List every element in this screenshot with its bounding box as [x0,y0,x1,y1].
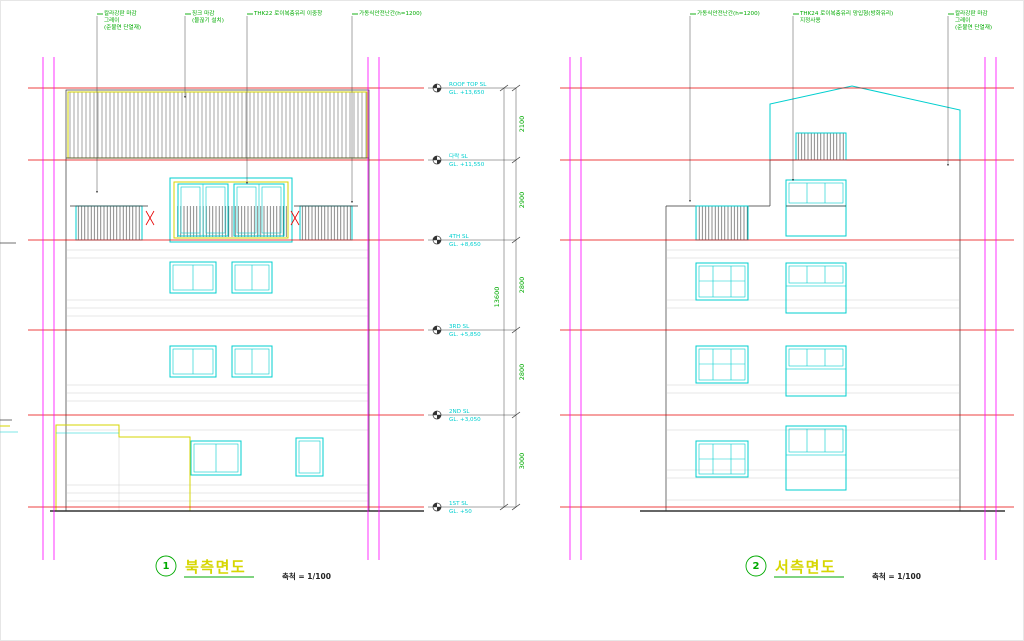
level-marker-3rd: 3RD SL GL. +5,850 [428,324,516,338]
level-gl: GL. +50 [449,509,472,515]
wall-mark-left [145,210,155,226]
level-label: 3RD SL [449,324,470,330]
annotation-text: 칼라강판 마감 [955,9,988,17]
title-number: 2 [753,561,760,572]
right-colA-windows [695,262,749,478]
annotation-text: (준불연 단열재) [955,23,992,31]
drawing-title: 서측면도 [775,558,836,576]
level-label: 1ST SL [449,501,469,507]
annotation-text: (물끊기 설치) [192,16,224,24]
level-gl: GL. +3,050 [449,417,481,423]
level-label: ROOF TOP SL [449,82,487,88]
right-wall-coursing-lines [667,249,959,501]
dimension-chain: 2100 2900 2800 2800 3000 13600 [493,84,526,511]
annotation-cladding-left: 칼라강판 마감 그레이 (준불연 단열재) [95,9,141,193]
annotation-text: THK24 로이복층유리 망입형(방화유리) [799,9,893,17]
annotation-text: 가동식안전난간(h=1200) [697,9,760,17]
left-annex-outline [55,424,191,511]
left-4f-windows [169,261,273,294]
left-balcony-doors [145,177,300,243]
dim-segment: 2800 [518,364,526,381]
left-balcony-railing-left [70,205,148,241]
title-number: 1 [163,561,170,572]
drawing-title: 북측면도 [185,558,246,576]
right-colB-windows [785,179,847,491]
title-number-circle [745,555,767,577]
left-title-block: 1 북측면도 축척 = 1/100 [155,555,331,581]
annotation-text: 징크 마감 [192,9,214,17]
attic-vent [795,132,847,161]
right-elevation-drawing [640,85,1005,512]
right-annotations: 가동식안전난간(h=1200) THK24 로이복층유리 망입형(방화유리) 지… [688,9,992,202]
dim-segment: 2900 [518,192,526,209]
annotation-text: 칼라강판 마감 [104,9,137,17]
annotation-glazing-left: THK22 로이복층유리 이중창 [245,9,322,184]
title-number-circle [155,555,177,577]
level-marker-attic: 다락 SL GL. +11,550 [428,152,516,168]
annotation-text: 지정사용 [800,16,821,24]
annotation-text: 그레이 [955,16,970,24]
scale-label: 축척 = 1/100 [282,571,331,581]
level-marker-1st: 1ST SL GL. +50 [428,501,516,515]
dim-total: 13600 [493,287,501,308]
annotation-glazing-right: THK24 로이복층유리 망입형(방화유리) 지정사용 [791,9,893,181]
annotation-text: 가동식안전난간(h=1200) [359,9,422,17]
dim-segment: 3000 [518,453,526,470]
dim-segment: 2100 [518,116,526,133]
level-markers: ROOF TOP SL GL. +13,650 다락 SL GL. +11,55… [428,82,516,515]
left-roof-hatch-band [67,91,368,159]
level-marker-2nd: 2ND SL GL. +3,050 [428,409,516,423]
left-wall-coursing-lines [67,249,368,502]
scale-label: 축척 = 1/100 [872,571,921,581]
grid-lines-left [28,57,424,560]
level-label: 다락 SL [449,152,469,160]
right-building-outline [665,85,961,511]
level-label: 4TH SL [449,234,470,240]
annotation-zinc-roof: 징크 마감 (물끊기 설치) [183,9,224,98]
left-balcony-railing-right [294,205,358,241]
level-label: 2ND SL [449,409,470,415]
annotation-text: 그레이 [104,16,119,24]
annotation-cladding-right: 칼라강판 마감 그레이 (준불연 단열재) [946,9,992,166]
dim-segment: 2800 [518,277,526,294]
annotation-railing-left: 가동식안전난간(h=1200) [350,9,422,203]
level-gl: GL. +13,650 [449,90,485,96]
left-1f-windows [190,437,324,477]
annotation-text: (준불연 단열재) [104,23,141,31]
level-marker-rooftop: ROOF TOP SL GL. +13,650 [428,82,516,96]
annotation-railing-right: 가동식안전난간(h=1200) [688,9,760,202]
right-title-block: 2 서측면도 축척 = 1/100 [745,555,921,581]
level-gl: GL. +11,550 [449,162,485,168]
right-roof-gable [769,85,961,160]
wall-mark-right [290,210,300,226]
level-marker-4th: 4TH SL GL. +8,650 [428,234,516,248]
level-gl: GL. +5,850 [449,332,481,338]
grid-lines-right [560,57,1014,560]
left-annotations: 칼라강판 마감 그레이 (준불연 단열재) 징크 마감 (물끊기 설치) THK… [95,9,422,203]
level-gl: GL. +8,650 [449,242,481,248]
annotation-text: THK22 로이복층유리 이중창 [253,9,322,17]
left-elevation-drawing [0,89,424,512]
left-edge-stubs [0,242,18,433]
right-colA-railing [695,205,749,241]
left-3f-windows [169,345,273,378]
